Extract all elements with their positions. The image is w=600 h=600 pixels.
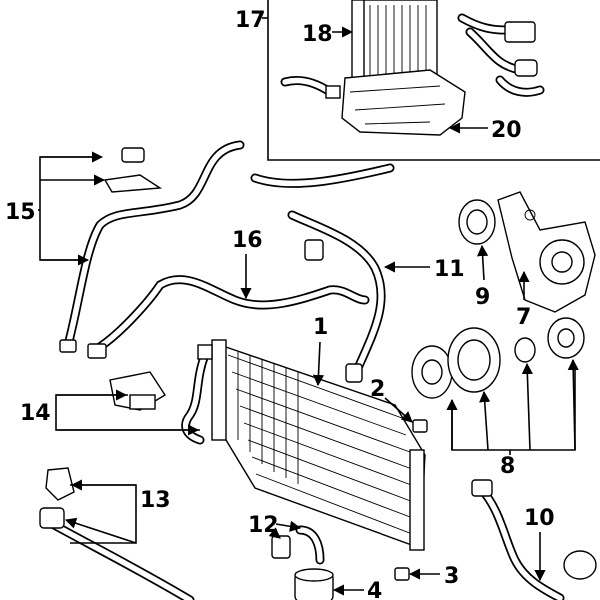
callout-15: 15 [5, 200, 36, 225]
leader-lines [38, 17, 579, 596]
part-3-plug [394, 567, 410, 581]
liquid-line-hose [59, 140, 395, 353]
condenser [211, 339, 426, 551]
hose-10 [471, 479, 597, 600]
callout-16: 16 [232, 228, 263, 253]
inset-border [267, 0, 600, 161]
expansion-valve-pipes [457, 13, 545, 97]
suction-hose [287, 210, 386, 383]
part-2-plug [412, 419, 428, 433]
callout-11: 11 [434, 257, 465, 282]
oring-seal [121, 147, 145, 163]
evaporator-case [341, 69, 466, 136]
callout-labels: 17 18 20 15 16 11 9 7 1 2 14 8 13 12 10 … [5, 8, 555, 600]
callout-7: 7 [516, 305, 531, 330]
part-12-switch [271, 525, 325, 565]
receiver-drier [294, 568, 334, 600]
callout-13: 13 [140, 488, 171, 513]
bracket [103, 174, 163, 193]
callout-4: 4 [367, 579, 382, 600]
evaporator-inset [267, 0, 600, 161]
drain-hose [280, 75, 341, 99]
pulley-9 [458, 199, 496, 245]
callout-1: 1 [313, 315, 328, 340]
clutch-assembly [411, 317, 585, 399]
callout-12: 12 [248, 513, 279, 538]
callout-14: 14 [20, 401, 51, 426]
callout-18: 18 [302, 22, 333, 47]
callout-20: 20 [491, 118, 522, 143]
lower-hose-13 [39, 467, 195, 600]
callout-10: 10 [524, 506, 555, 531]
pressure-switch-assembly [109, 344, 213, 445]
callout-2: 2 [370, 377, 385, 402]
callout-9: 9 [475, 285, 490, 310]
discharge-hose [87, 275, 370, 359]
callout-17: 17 [235, 8, 266, 33]
callout-8: 8 [500, 454, 515, 479]
compressor-bracket [497, 191, 596, 313]
callout-3: 3 [444, 564, 459, 589]
